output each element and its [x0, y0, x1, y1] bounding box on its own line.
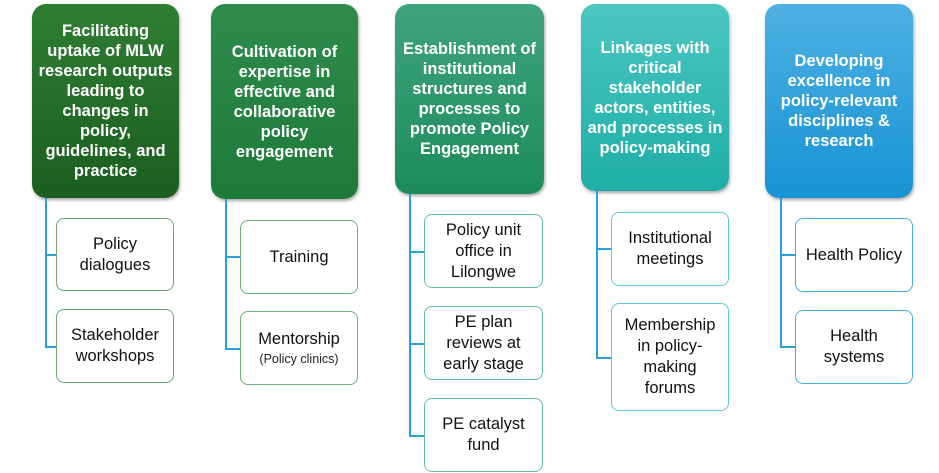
- connector-vertical: [409, 194, 411, 436]
- child-text: PE catalyst fund: [442, 415, 525, 454]
- child-box-institutional-meetings: Institutional meetings: [611, 212, 729, 286]
- connector-horizontal: [780, 346, 795, 348]
- child-text: Mentorship: [258, 329, 340, 348]
- child-text: PE plan reviews at early stage: [443, 312, 524, 373]
- header-box-linkages-with-stakeholders: Linkages with critical stakeholder actor…: [581, 4, 729, 191]
- header-box-cultivation-of-expertise: Cultivation of expertise in effective an…: [211, 4, 358, 199]
- connector-vertical: [45, 198, 47, 347]
- connector-vertical: [596, 191, 598, 359]
- connector-horizontal: [409, 251, 424, 253]
- child-box-pe-plan-reviews: PE plan reviews at early stage: [424, 306, 543, 380]
- connector-horizontal: [596, 357, 611, 359]
- child-box-stakeholder-workshops: Stakeholder workshops: [56, 309, 174, 383]
- child-box-mentorship: Mentorship (Policy clinics): [240, 311, 358, 385]
- child-box-health-systems: Health systems: [795, 310, 913, 384]
- connector-horizontal: [45, 346, 56, 348]
- connector-vertical: [225, 199, 227, 349]
- header-text: Cultivation of expertise in effective an…: [231, 42, 338, 161]
- header-box-facilitating-uptake: Facilitating uptake of MLW research outp…: [32, 4, 179, 198]
- child-text: Policy unit office in Lilongwe: [445, 220, 522, 281]
- connector-vertical: [780, 198, 782, 347]
- connector-horizontal: [225, 348, 240, 350]
- header-box-establishment-of-structures: Establishment of institutional structure…: [395, 4, 544, 194]
- child-text: Stakeholder workshops: [70, 326, 160, 365]
- child-text: Membership in policy-making forums: [624, 316, 716, 397]
- child-text: Health Policy: [805, 245, 903, 264]
- child-box-policy-unit-office: Policy unit office in Lilongwe: [424, 214, 543, 288]
- connector-horizontal: [409, 343, 424, 345]
- connector-horizontal: [225, 256, 240, 258]
- child-box-membership-in-forums: Membership in policy-making forums: [611, 303, 729, 411]
- header-text: Developing excellence in policy-relevant…: [780, 52, 898, 150]
- child-box-training: Training: [240, 220, 358, 294]
- header-text: Establishment of institutional structure…: [403, 40, 536, 158]
- connector-horizontal: [409, 435, 424, 437]
- child-text: Policy dialogues: [79, 234, 151, 274]
- child-text: Health systems: [823, 327, 885, 366]
- header-box-developing-excellence: Developing excellence in policy-relevant…: [765, 4, 913, 198]
- child-box-health-policy: Health Policy: [795, 218, 913, 292]
- child-text: Training: [269, 247, 329, 266]
- child-subtext: (Policy clinics): [259, 351, 339, 366]
- header-text: Facilitating uptake of MLW research outp…: [38, 22, 173, 180]
- connector-horizontal: [596, 248, 611, 250]
- connector-horizontal: [780, 254, 795, 256]
- child-box-pe-catalyst-fund: PE catalyst fund: [424, 398, 543, 472]
- header-text: Linkages with critical stakeholder actor…: [587, 38, 723, 157]
- child-text: Institutional meetings: [628, 229, 712, 268]
- child-box-policy-dialogues: Policy dialogues: [56, 218, 174, 291]
- connector-horizontal: [45, 254, 56, 256]
